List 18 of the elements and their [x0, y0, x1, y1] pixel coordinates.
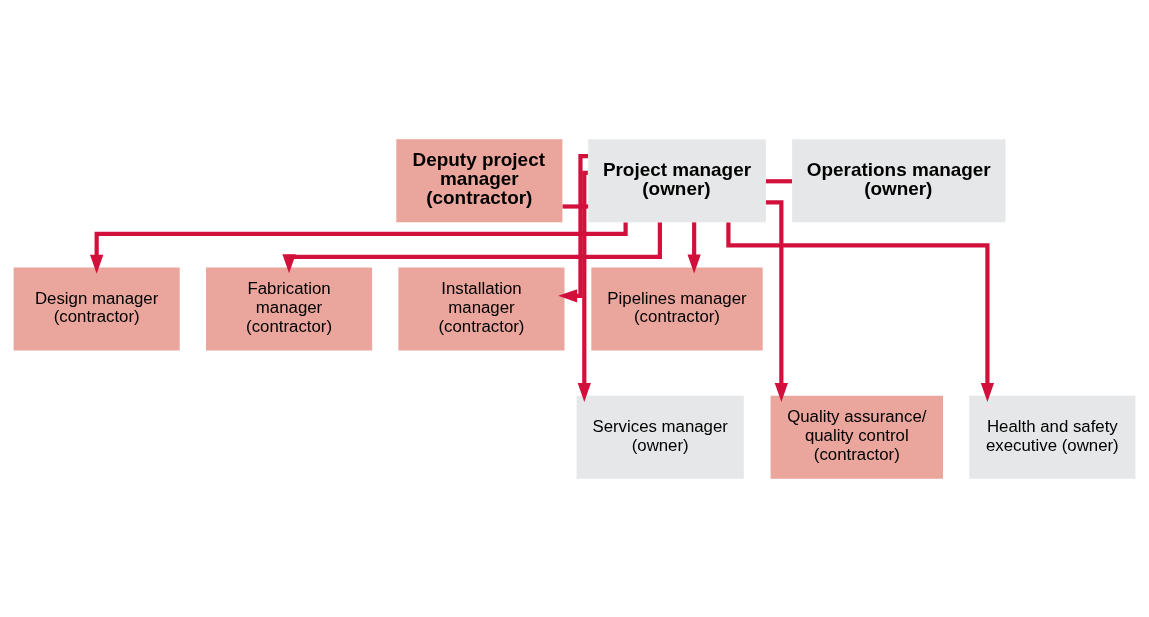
node-box: Services manager (owner) [576, 395, 744, 479]
connector [562, 203, 589, 209]
node-box: Health and safety executive (owner) [969, 395, 1136, 479]
node-box: Quality assurance/ quality control (contractor) [770, 395, 943, 479]
node-box: Project manager (owner) [588, 138, 766, 222]
arrow [558, 153, 589, 302]
node-box: Pipelines manager (contractor) [591, 266, 763, 351]
arrow [577, 170, 591, 402]
arrow [90, 222, 628, 274]
arrow [687, 221, 701, 273]
node-box: Design manager (contractor) [13, 266, 180, 351]
node-box: Deputy project manager (contractor) [396, 138, 563, 222]
arrow [765, 199, 788, 402]
arrow [282, 221, 662, 273]
node-box: Installation manager (contractor) [398, 266, 565, 351]
node-box: Operations manager (owner) [792, 138, 1006, 222]
node-box: Fabrication manager (contractor) [206, 266, 373, 351]
connector [765, 178, 792, 183]
